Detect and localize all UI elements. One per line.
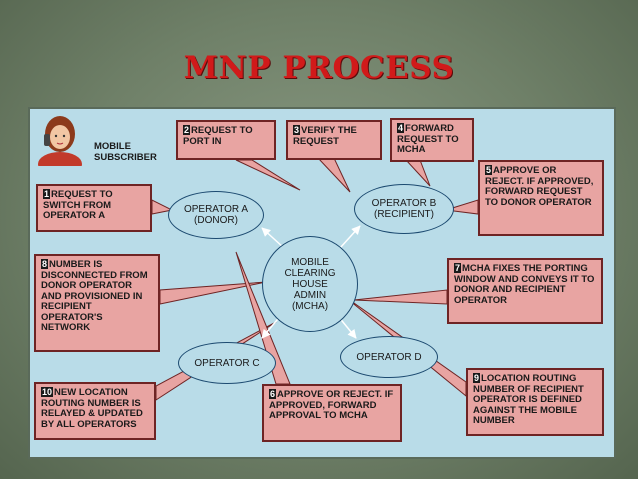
step-1-number: 1	[43, 189, 51, 199]
node-operator-a-line2: (DONOR)	[194, 215, 238, 226]
subscriber-label-line1: MOBILE	[94, 141, 131, 152]
step-4-number: 4	[397, 123, 405, 133]
step-6-text: APPROVE OR REJECT. IF APPROVED, FORWARD …	[269, 389, 394, 421]
step-5-text: APPROVE OR REJECT. IF APPROVED, FORWARD …	[485, 165, 594, 208]
step-8-number: 8	[41, 259, 49, 269]
node-mcha-line5: (MCHA)	[291, 300, 329, 312]
step-7-number: 7	[454, 263, 462, 273]
node-operator-c-label: OPERATOR C	[194, 357, 260, 369]
node-operator-d-label: OPERATOR D	[356, 351, 422, 363]
mobile-subscriber: MOBILE SUBSCRIBER	[36, 112, 196, 176]
node-mcha-line1: MOBILE	[291, 256, 329, 268]
node-operator-b: OPERATOR B (RECIPIENT)	[354, 184, 454, 234]
pointer-step-4	[404, 159, 431, 187]
step-2-number: 2	[183, 125, 191, 135]
node-operator-b-line1: OPERATOR B	[371, 198, 437, 209]
node-operator-a-line1: OPERATOR A	[183, 204, 249, 215]
step-10-number: 10	[41, 387, 54, 397]
subscriber-label-line2: SUBSCRIBER	[94, 151, 157, 163]
step-6-number: 6	[269, 389, 277, 399]
subscriber-avatar-icon	[38, 116, 82, 176]
node-mcha: MOBILE CLEARING HOUSE ADMIN (MCHA)	[262, 236, 358, 332]
step-10-text: NEW LOCATION ROUTING NUMBER IS RELAYED &…	[41, 387, 143, 430]
step-1-text: REQUEST TO SWITCH FROM OPERATOR A	[43, 189, 113, 221]
pointer-step-7	[353, 289, 448, 305]
step-8-text: NUMBER IS DISCONNECTED FROM DONOR OPERAT…	[41, 259, 148, 333]
node-operator-b-line2: (RECIPIENT)	[374, 209, 434, 220]
node-operator-d: OPERATOR D	[340, 336, 438, 378]
step-9-text: LOCATION ROUTING NUMBER OF RECIPIENT OPE…	[473, 373, 584, 426]
slide-title: MNP PROCESS	[183, 50, 455, 86]
step-2-text: REQUEST TO PORT IN	[183, 125, 253, 147]
node-mcha-line4: ADMIN	[293, 289, 327, 301]
node-operator-a: OPERATOR A (DONOR)	[168, 191, 264, 239]
step-9-number: 9	[473, 373, 481, 383]
node-mcha-line3: HOUSE	[292, 278, 328, 290]
pointer-step-8	[159, 281, 267, 305]
step-4-text: FORWARD REQUEST TO MCHA	[397, 123, 459, 155]
pointer-step-1	[151, 199, 174, 215]
node-operator-c: OPERATOR C	[178, 342, 276, 384]
pointer-step-3	[316, 157, 351, 193]
pointer-step-2	[235, 159, 301, 191]
step-3-number: 3	[293, 125, 301, 135]
step-5-number: 5	[485, 165, 493, 175]
step-7-text: MCHA FIXES THE PORTING WINDOW AND CONVEY…	[454, 263, 595, 306]
step-3-text: VERIFY THE REQUEST	[293, 125, 357, 147]
node-mcha-line2: CLEARING	[284, 267, 336, 279]
arrow-mcha-to-recipient	[339, 225, 361, 249]
